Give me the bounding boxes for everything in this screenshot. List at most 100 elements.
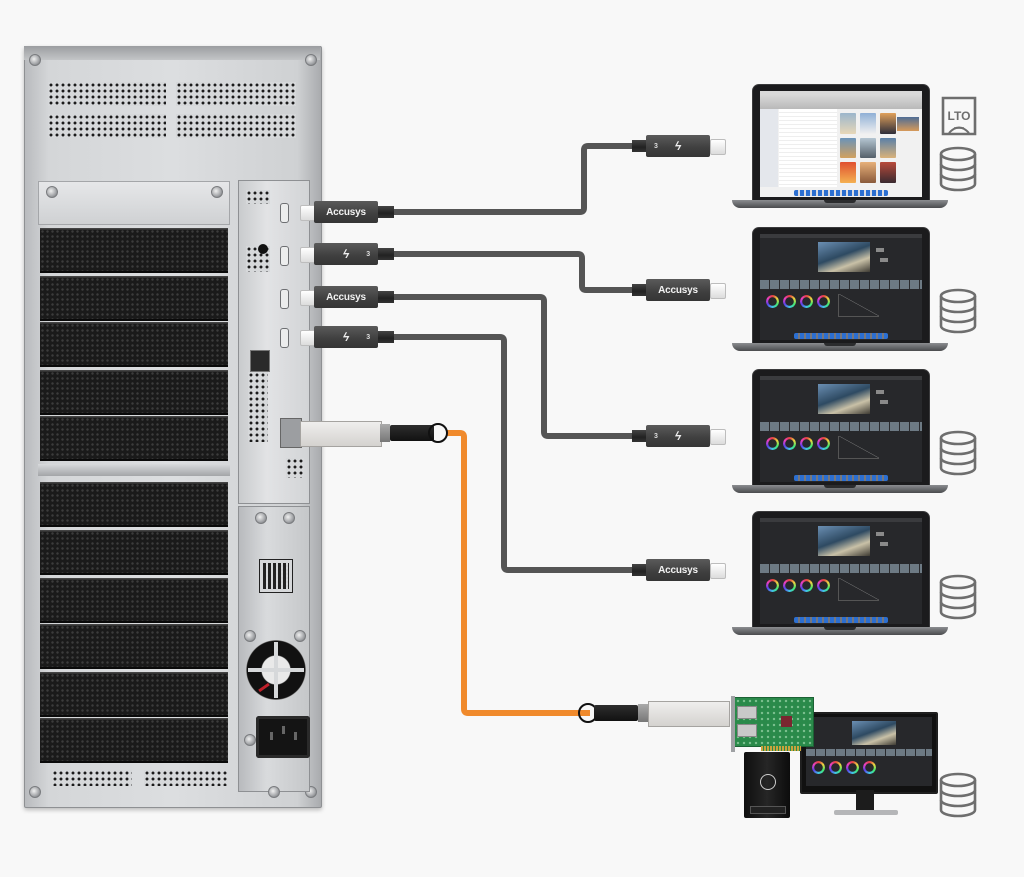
laptop-lid [752,369,930,487]
thunderbolt-plug-client-1[interactable]: 3 ϟ [646,135,710,157]
grading-node [880,258,888,262]
laptop-lid [752,511,930,629]
color-wheel [846,761,859,774]
menu-bar [760,91,922,95]
qr-code [259,559,293,593]
thunderbolt-cable-3 [394,294,632,439]
thumbnail [880,162,896,183]
cable-marker-ring-icon [428,423,448,443]
power-pin [270,732,273,740]
screw-icon [268,786,280,798]
tower-top-rail [24,46,320,60]
strain-relief [632,284,648,296]
drive-bay-3[interactable] [40,322,228,367]
drive-bay-4[interactable] [40,370,228,415]
menu-bar [760,234,922,238]
laptop-screen-file-browser [760,91,922,197]
plug-tip [710,563,726,579]
thumbnail-grid [840,113,896,183]
thumbnail [880,113,896,134]
thunderbolt-plug-host-1[interactable]: Accusys [314,201,378,223]
color-wheel [829,761,842,774]
power-pin [282,726,285,734]
grading-node [880,400,888,404]
drive-bay-7[interactable] [40,530,228,575]
laptop-screen-color-grading [760,518,922,624]
laptop-notch [824,343,856,346]
audio-jack[interactable] [258,244,268,254]
qsfp-latch [380,424,390,442]
top-vent [176,82,296,106]
drive-bay-6[interactable] [40,482,228,527]
color-wheel [800,579,813,592]
drive-bay-11[interactable] [40,718,228,763]
thunderbolt-icon: ϟ [341,330,351,344]
io-vent [286,458,304,478]
laptop-2 [732,227,948,355]
screw-icon [255,512,267,524]
screw-icon [294,630,306,642]
drive-bay-1[interactable] [40,228,228,273]
monitor-stand [856,790,874,812]
color-wheels [766,295,830,308]
color-wheel [817,437,830,450]
thunderbolt-plug-client-4[interactable]: Accusys [646,559,710,581]
thunderbolt-plug-client-2[interactable]: Accusys [646,279,710,301]
card-chip [781,716,792,727]
thunderbolt-port-1[interactable] [280,203,289,223]
screw-icon [244,630,256,642]
menu-bar [760,376,922,380]
dock [794,190,888,196]
thunderbolt-plug-host-3[interactable]: Accusys [314,286,378,308]
thunderbolt-plug-host-2[interactable]: ϟ 3 [314,243,378,265]
color-wheel [817,295,830,308]
thunderbolt-cable-4 [394,334,632,573]
thumbnail [860,137,876,159]
app-sidebar [760,109,778,187]
io-vent [248,372,268,442]
thunderbolt-icon: ϟ [673,139,683,153]
thunderbolt-plug-host-4[interactable]: ϟ 3 [314,326,378,348]
drive-bay-2[interactable] [40,276,228,321]
color-wheel [817,579,830,592]
screw-icon [46,186,58,198]
card-port[interactable] [737,706,757,719]
color-wheel [766,579,779,592]
thunderbolt-plug-client-3[interactable]: 3 ϟ [646,425,710,447]
qsfp-latch [638,704,648,722]
qsfp-transceiver-host[interactable] [300,421,382,447]
color-wheels [812,761,876,774]
color-wheel [863,761,876,774]
bottom-vent [144,770,228,786]
power-inlet[interactable] [256,716,310,758]
drive-bay-5[interactable] [40,416,228,461]
plug-tip [710,283,726,299]
drive-bay-10[interactable] [40,672,228,717]
strain-relief [378,206,394,218]
qsfp-transceiver-client[interactable] [648,701,730,727]
database-icon [939,574,977,620]
laptop-base [732,627,948,635]
card-port[interactable] [737,724,757,737]
top-vent [176,114,296,138]
thunderbolt-port-2[interactable] [280,246,289,266]
thumbnail [840,162,856,183]
qsfp-boot [594,705,638,721]
drive-bay-9[interactable] [40,624,228,669]
bay-divider [38,464,230,476]
drive-bay-8[interactable] [40,578,228,623]
color-wheel [783,579,796,592]
thunderbolt-port-3[interactable] [280,289,289,309]
lto-label: LTO [948,109,971,123]
lto-tape-icon: LTO [941,96,977,136]
usb-port[interactable] [250,350,270,372]
clip-timeline [760,564,922,573]
laptop-notch [824,485,856,488]
preview-pane [897,117,919,131]
color-wheels [766,437,830,450]
color-wheel [800,295,813,308]
thunderbolt-port-4[interactable] [280,328,289,348]
laptop-base [732,200,948,208]
video-viewer [818,526,870,556]
